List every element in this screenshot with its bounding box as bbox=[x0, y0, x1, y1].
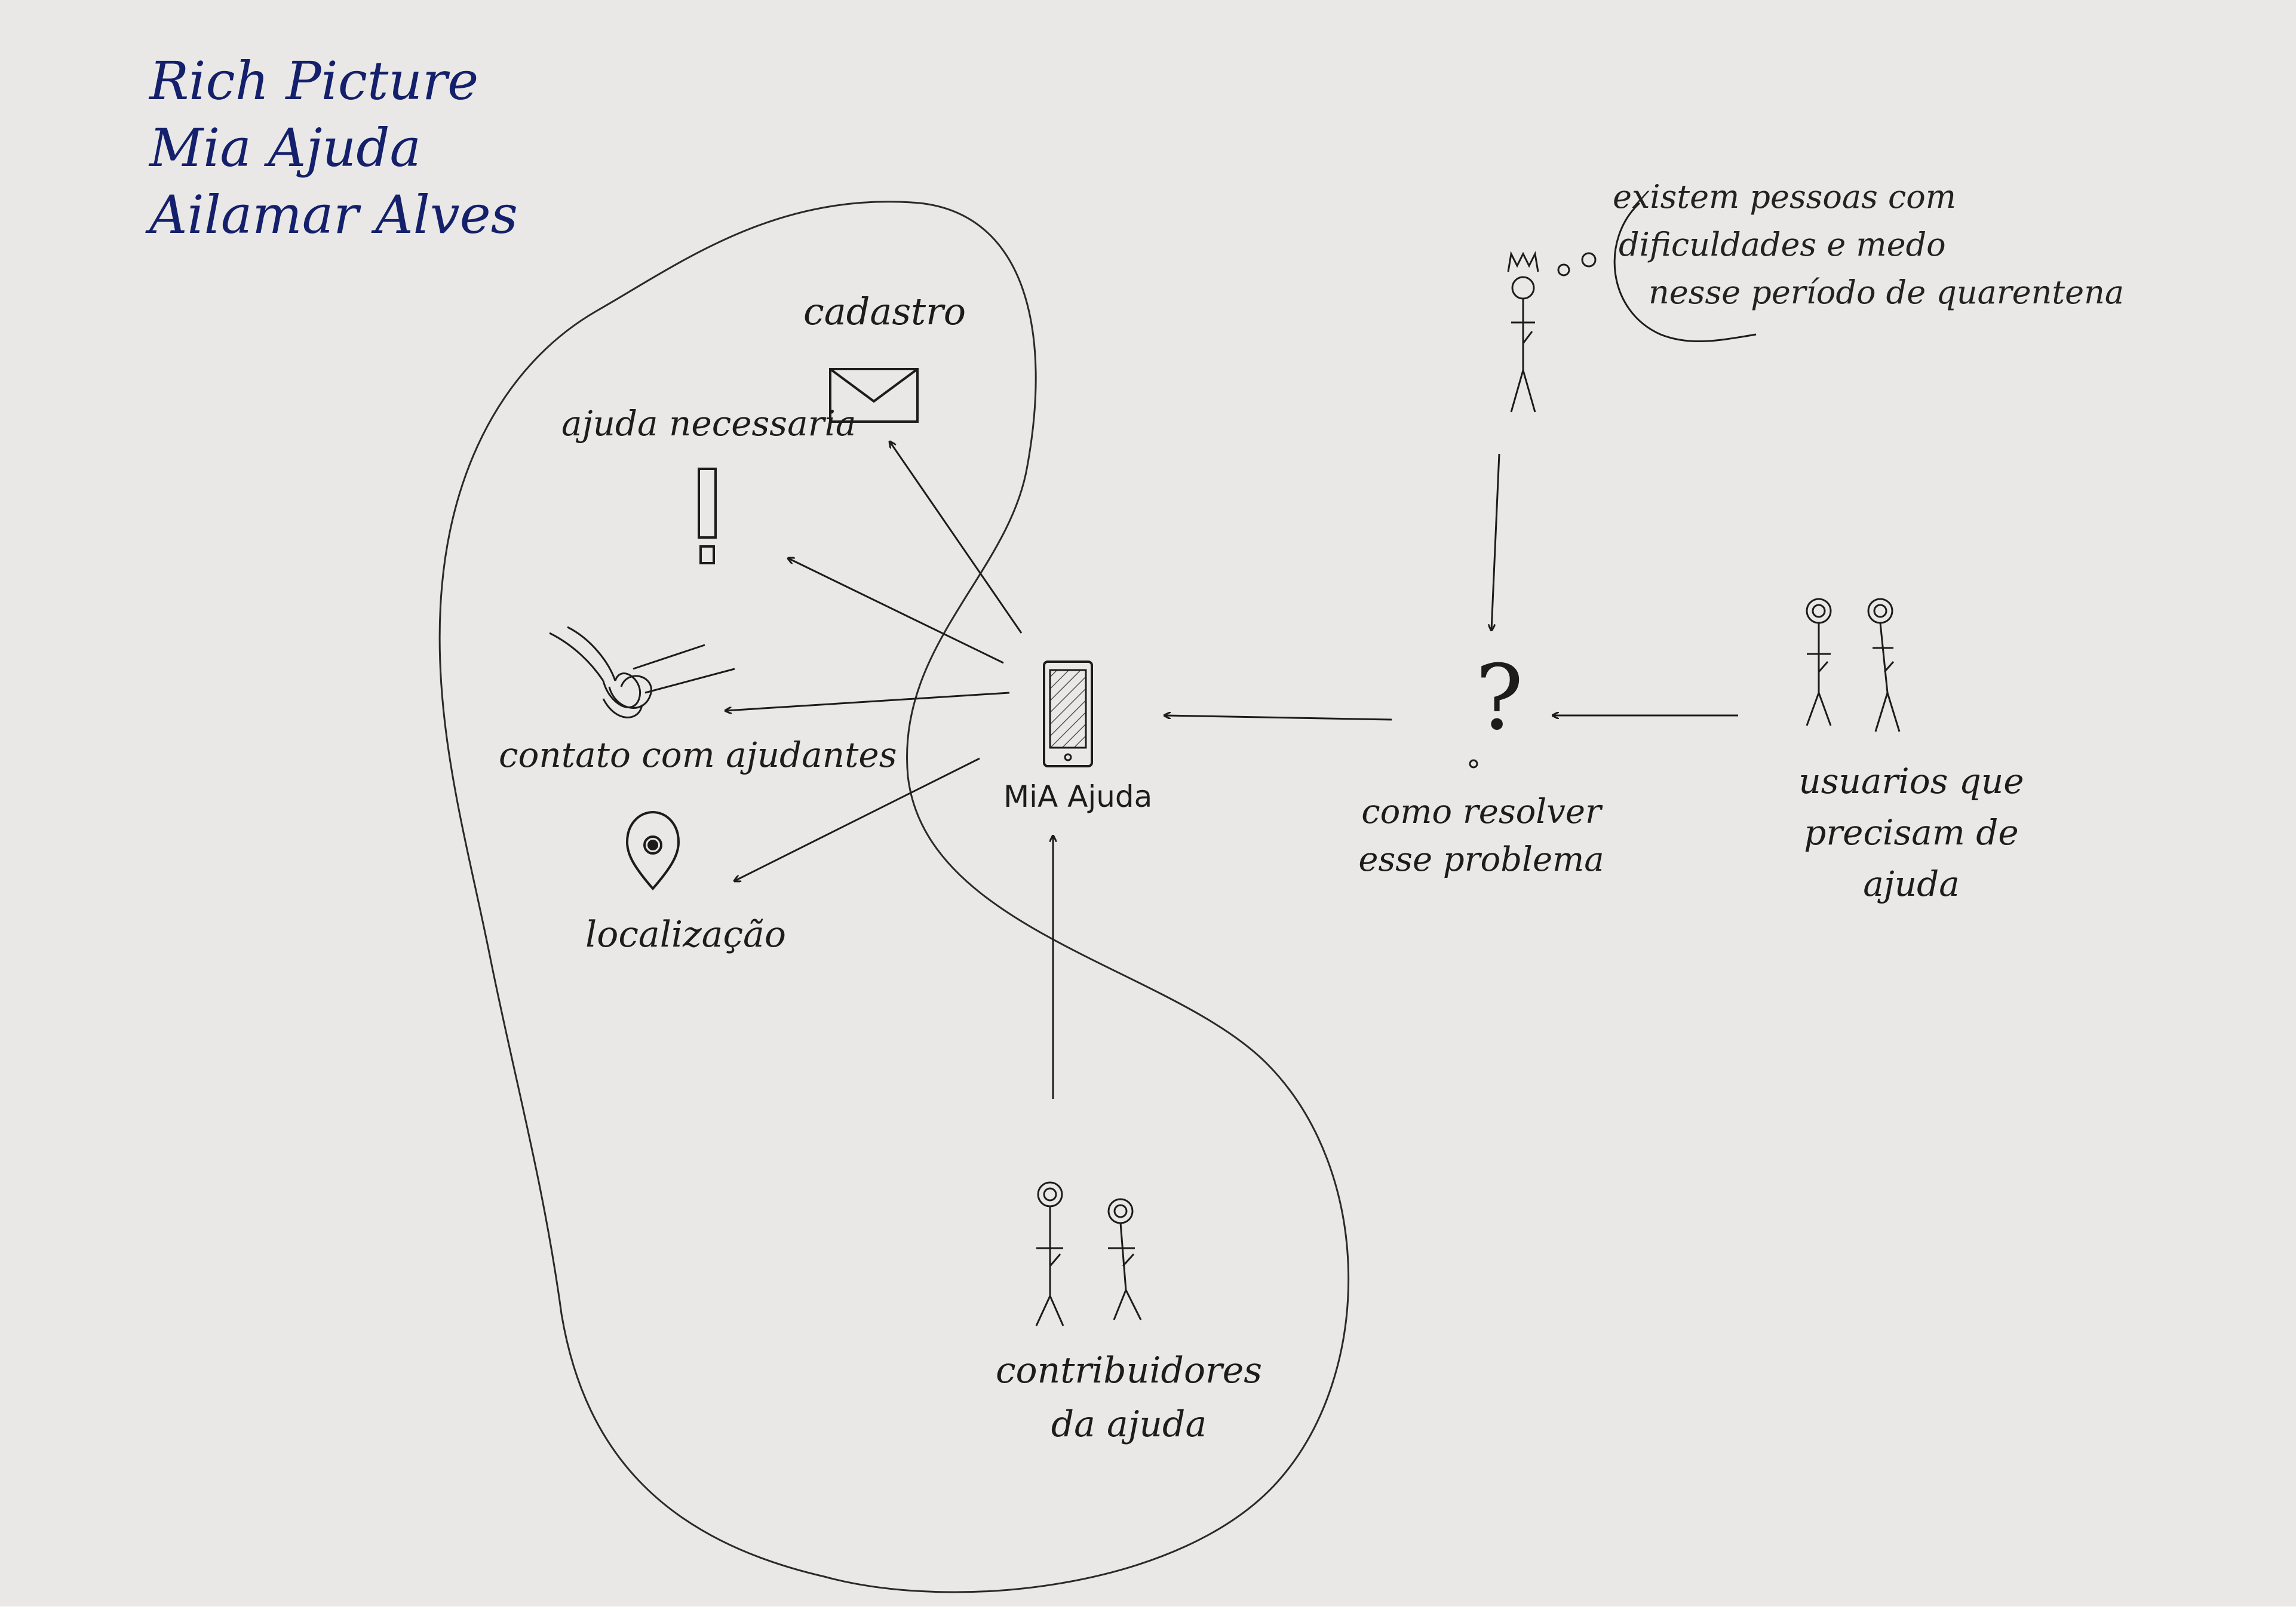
thought-line3: nesse período de quarentena bbox=[1649, 274, 2125, 311]
label-usuarios-line3: ajuda bbox=[1863, 864, 1960, 904]
contributors-figures bbox=[1035, 1181, 1142, 1326]
arrow-to-cadastro bbox=[890, 442, 1023, 634]
arrow-person-to-problem bbox=[1491, 453, 1500, 630]
page-bottom-edge bbox=[0, 1606, 2296, 1619]
label-como-resolver: como resolver esse problema bbox=[1344, 788, 1619, 884]
title-block: Rich Picture Mia Ajuda Ailamar Alves bbox=[149, 48, 518, 248]
arrow-to-ajuda-necessaria bbox=[788, 558, 1004, 664]
label-mia-ajuda-app: MiA Ajuda bbox=[1003, 779, 1153, 814]
label-localizacao: localização bbox=[585, 914, 786, 956]
label-ajuda-necessaria: ajuda necessaria bbox=[561, 403, 857, 444]
label-usuarios-line2: precisam de bbox=[1804, 812, 2019, 853]
thought-bubble-text: existem pessoas com dificuldades e medo … bbox=[1613, 173, 2124, 317]
label-contribuidores-line2: da ajuda bbox=[1051, 1403, 1207, 1445]
phone-icon bbox=[1043, 660, 1093, 767]
thinking-person-figure bbox=[1507, 202, 1757, 413]
label-problema-line1: como resolver bbox=[1361, 792, 1601, 831]
handshake-icon bbox=[549, 626, 735, 718]
exclamation-icon bbox=[698, 468, 717, 564]
title-rich-picture: Rich Picture bbox=[149, 50, 479, 112]
system-boundary bbox=[438, 201, 1350, 1593]
label-contato-com-ajudantes: contato com ajudantes bbox=[499, 735, 897, 775]
label-contribuidores-line1: contribuidores bbox=[995, 1350, 1263, 1391]
arrow-to-localizacao bbox=[735, 757, 980, 881]
envelope-icon bbox=[829, 368, 919, 423]
thought-line2: dificuldades e medo bbox=[1619, 226, 1946, 263]
users-figures bbox=[1806, 598, 1901, 732]
label-usuarios: usuarios que precisam de ajuda bbox=[1768, 755, 2055, 910]
label-contribuidores: contribuidores da ajuda bbox=[980, 1344, 1278, 1451]
label-problema-line2: esse problema bbox=[1358, 840, 1604, 879]
title-author: Ailamar Alves bbox=[149, 184, 518, 245]
arrow-to-contato bbox=[726, 692, 1010, 711]
question-mark-dot bbox=[1469, 759, 1478, 769]
label-cadastro: cadastro bbox=[803, 290, 966, 333]
thought-line1: existem pessoas com bbox=[1613, 178, 1956, 216]
question-mark: ? bbox=[1475, 646, 1523, 750]
arrow-problem-to-app bbox=[1165, 715, 1392, 721]
label-usuarios-line1: usuarios que bbox=[1798, 761, 2024, 801]
location-pin-icon bbox=[625, 810, 680, 891]
title-app-name: Mia Ajuda bbox=[149, 117, 421, 179]
